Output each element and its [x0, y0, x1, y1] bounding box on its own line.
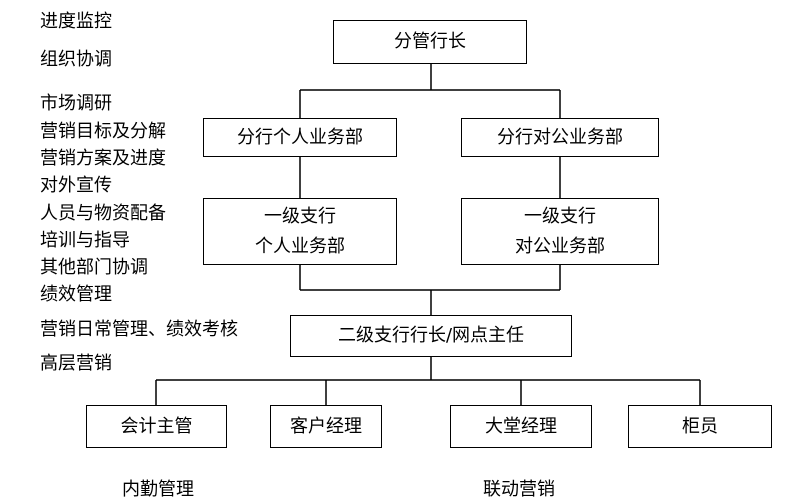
node-branch-personal: 分行个人业务部	[203, 118, 397, 157]
node-lobby-manager: 大堂经理	[450, 405, 592, 448]
node-branch-corporate-label: 分行对公业务部	[497, 126, 623, 148]
side-note-high-level-marketing: 高层营销	[40, 353, 112, 374]
side-note-dept-coordination: 其他部门协调	[40, 257, 148, 278]
side-note-progress-monitoring: 进度监控	[40, 11, 112, 32]
node-branch-head: 分管行长	[333, 20, 527, 64]
node-teller: 柜员	[628, 405, 772, 448]
node-lobby-manager-label: 大堂经理	[485, 415, 557, 437]
side-note-marketing-targets: 营销目标及分解	[40, 121, 166, 142]
node-sub-corporate: 一级支行 对公业务部	[461, 198, 659, 265]
node-accounting-label: 会计主管	[120, 415, 193, 437]
node-second-sub: 二级支行行长/网点主任	[290, 315, 572, 357]
node-branch-personal-label: 分行个人业务部	[237, 126, 363, 148]
side-note-marketing-plan: 营销方案及进度	[40, 148, 166, 169]
side-note-publicity: 对外宣传	[40, 175, 112, 196]
side-note-staffing: 人员与物资配备	[40, 203, 166, 224]
side-note-daily-management: 营销日常管理、绩效考核	[40, 319, 238, 340]
side-note-market-research: 市场调研	[40, 93, 112, 114]
node-second-sub-label: 二级支行行长/网点主任	[337, 325, 525, 346]
node-sub-personal: 一级支行 个人业务部	[203, 198, 397, 265]
node-account-manager: 客户经理	[270, 405, 382, 448]
node-teller-label: 柜员	[682, 415, 718, 437]
node-sub-personal-line1: 一级支行	[264, 205, 336, 227]
node-branch-head-label: 分管行长	[394, 31, 466, 52]
node-sub-corporate-line2: 对公业务部	[515, 235, 605, 257]
side-note-training: 培训与指导	[40, 230, 130, 251]
node-branch-corporate: 分行对公业务部	[461, 118, 659, 157]
footer-linkage-marketing: 联动营销	[483, 479, 555, 500]
node-sub-corporate-line1: 一级支行	[524, 205, 596, 227]
node-sub-personal-line2: 个人业务部	[255, 235, 345, 257]
side-note-coordination: 组织协调	[40, 49, 112, 70]
node-accounting: 会计主管	[86, 405, 227, 448]
side-note-performance: 绩效管理	[40, 284, 112, 305]
footer-internal-management: 内勤管理	[122, 479, 194, 500]
node-account-manager-label: 客户经理	[290, 415, 362, 437]
